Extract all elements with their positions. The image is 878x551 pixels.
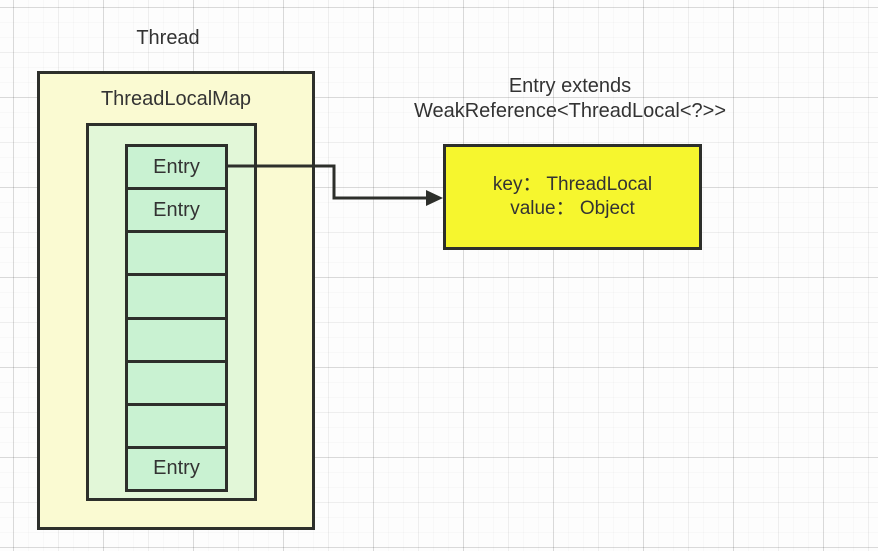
entry-array: Entry Entry Entry <box>125 144 228 492</box>
entry-cell-4 <box>125 316 228 363</box>
entry-cell-0: Entry <box>125 144 228 191</box>
entry-cell-label: Entry <box>153 155 200 178</box>
entry-value-line: value： Object <box>510 198 635 219</box>
entry-key-line: key： ThreadLocal <box>492 174 653 195</box>
entry-cell-label: Entry <box>153 457 200 480</box>
entry-cell-7: Entry <box>125 445 228 492</box>
thread-label: Thread <box>136 27 200 49</box>
entry-cell-6 <box>125 402 228 449</box>
entry-extends-line2: WeakReference<ThreadLocal<?>> <box>413 100 727 122</box>
entry-cell-label: Entry <box>153 198 200 221</box>
entry-extends-line1: Entry extends <box>508 75 632 97</box>
entry-detail-box: key： ThreadLocal value： Object <box>443 144 702 250</box>
entry-cell-2 <box>125 230 228 277</box>
entry-cell-3 <box>125 273 228 320</box>
threadlocalmap-label: ThreadLocalMap <box>100 88 252 110</box>
entry-cell-5 <box>125 359 228 406</box>
entry-extends-label: Entry extends WeakReference<ThreadLocal<… <box>400 74 740 124</box>
entry-cell-1: Entry <box>125 187 228 234</box>
reference-arrowhead-icon <box>426 190 443 206</box>
